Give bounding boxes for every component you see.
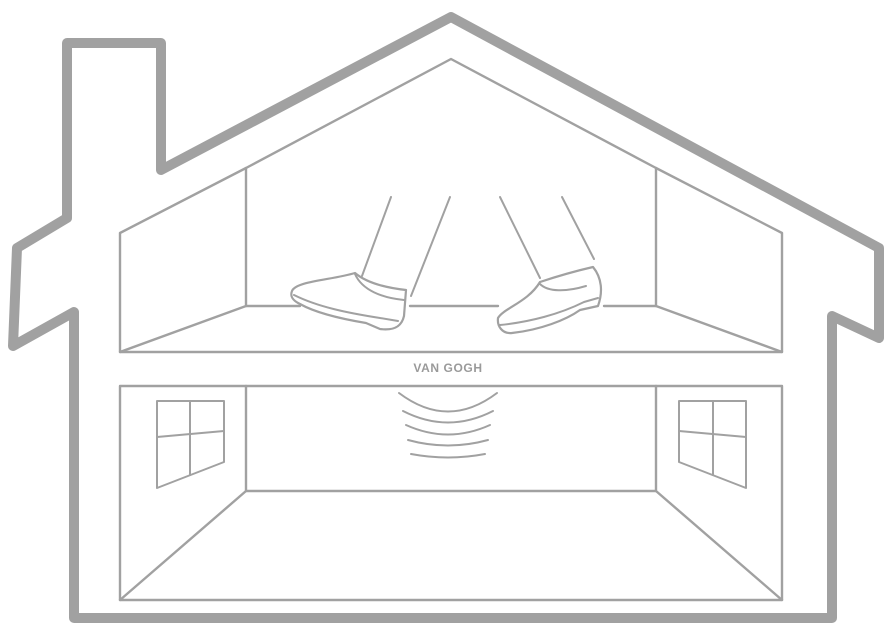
upper-room bbox=[120, 59, 782, 352]
window-icon-left bbox=[157, 401, 224, 488]
upper-room-ceiling bbox=[246, 59, 656, 168]
lower-room bbox=[120, 386, 782, 600]
window-icon-right bbox=[679, 401, 746, 488]
lower-room-left-wall bbox=[120, 386, 246, 600]
right-trouser bbox=[500, 197, 594, 278]
house-outline-icon bbox=[13, 17, 879, 618]
lower-room-right-wall bbox=[656, 386, 782, 600]
upper-room-right-wall bbox=[656, 168, 782, 352]
upper-room-left-wall bbox=[120, 168, 246, 352]
left-trouser bbox=[362, 197, 450, 296]
walking-feet-icon bbox=[291, 197, 601, 333]
separator-label: VAN GOGH bbox=[413, 361, 482, 375]
lower-room-outline bbox=[120, 386, 782, 600]
sound-waves-icon bbox=[399, 393, 497, 458]
